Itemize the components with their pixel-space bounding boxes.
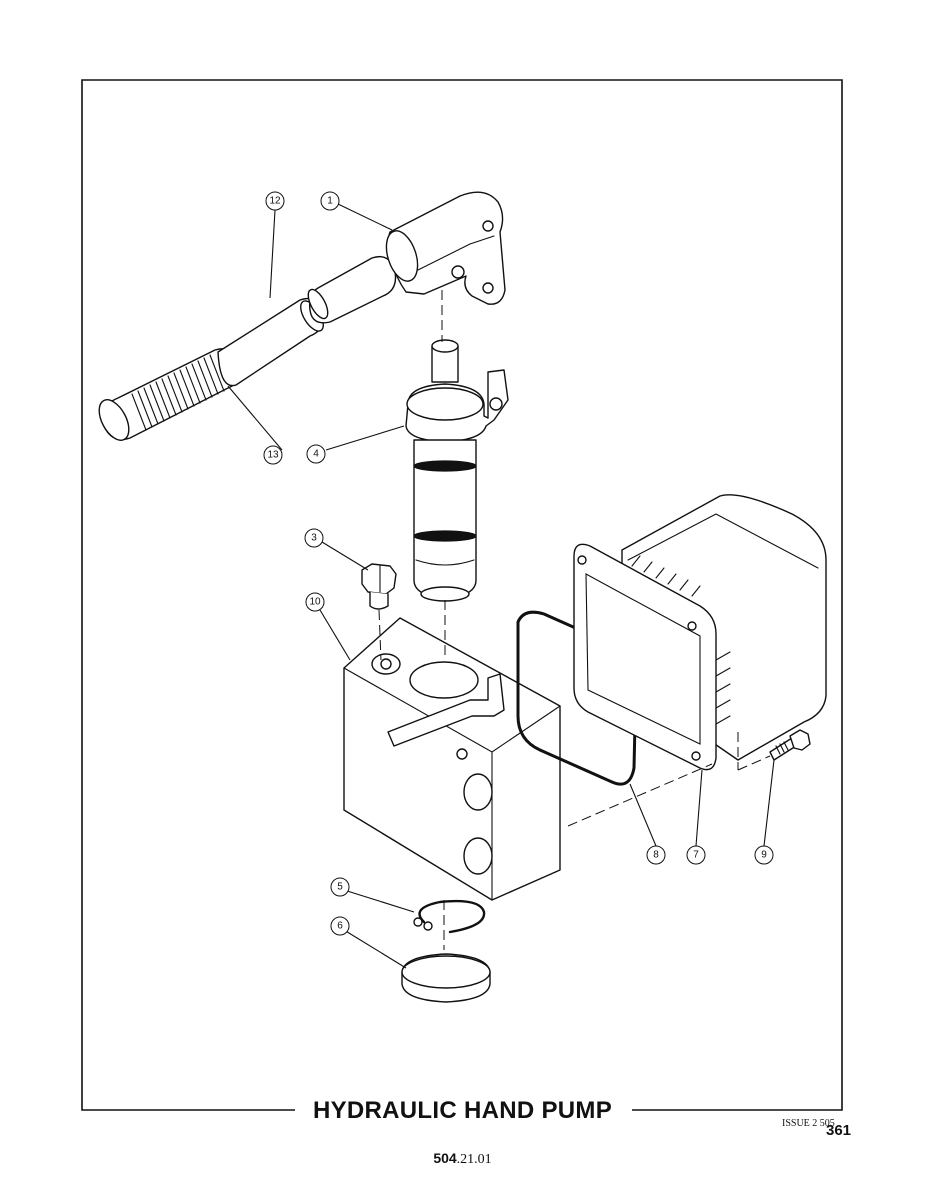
callout-6: 6 bbox=[330, 916, 350, 936]
svg-text:3: 3 bbox=[311, 533, 317, 544]
svg-text:4: 4 bbox=[313, 449, 319, 460]
callout-1: 1 bbox=[320, 191, 340, 211]
callout-4: 4 bbox=[306, 444, 326, 464]
reservoir bbox=[573, 494, 827, 771]
cap bbox=[401, 953, 491, 1003]
callout-8: 8 bbox=[646, 845, 666, 865]
assembly-centrelines bbox=[378, 290, 771, 950]
svg-text:1: 1 bbox=[327, 196, 333, 207]
svg-text:5: 5 bbox=[337, 882, 343, 893]
page-number: 361 bbox=[826, 1122, 852, 1139]
svg-text:8: 8 bbox=[653, 850, 659, 861]
callout-5: 5 bbox=[330, 877, 350, 897]
drawing-frame bbox=[81, 79, 843, 1111]
svg-text:6: 6 bbox=[337, 921, 343, 932]
section-number-rest: .21.01 bbox=[456, 1152, 492, 1167]
svg-text:13: 13 bbox=[267, 450, 279, 461]
handle-socket bbox=[385, 191, 506, 305]
plug bbox=[361, 563, 397, 610]
callout-12: 12 bbox=[265, 191, 285, 211]
svg-text:10: 10 bbox=[309, 597, 321, 608]
screw bbox=[769, 729, 811, 761]
section-number: 504.21.01 bbox=[0, 1150, 925, 1168]
svg-text:9: 9 bbox=[761, 850, 767, 861]
callout-7: 7 bbox=[686, 845, 706, 865]
handle-grip bbox=[98, 348, 241, 441]
issue-label: ISSUE 2 505 bbox=[782, 1118, 835, 1129]
callout-9: 9 bbox=[754, 845, 774, 865]
callout-3: 3 bbox=[304, 528, 324, 548]
section-number-bold: 504 bbox=[433, 1150, 457, 1166]
pump-body bbox=[343, 617, 561, 901]
pump-cartridge bbox=[405, 339, 509, 602]
callout-10: 10 bbox=[305, 592, 325, 612]
extension-tube bbox=[307, 255, 397, 324]
callout-13: 13 bbox=[263, 445, 283, 465]
leader-lines bbox=[227, 203, 775, 969]
circlip bbox=[413, 899, 486, 934]
svg-text:7: 7 bbox=[693, 850, 699, 861]
seal-ring bbox=[516, 610, 638, 786]
svg-text:12: 12 bbox=[269, 196, 281, 207]
